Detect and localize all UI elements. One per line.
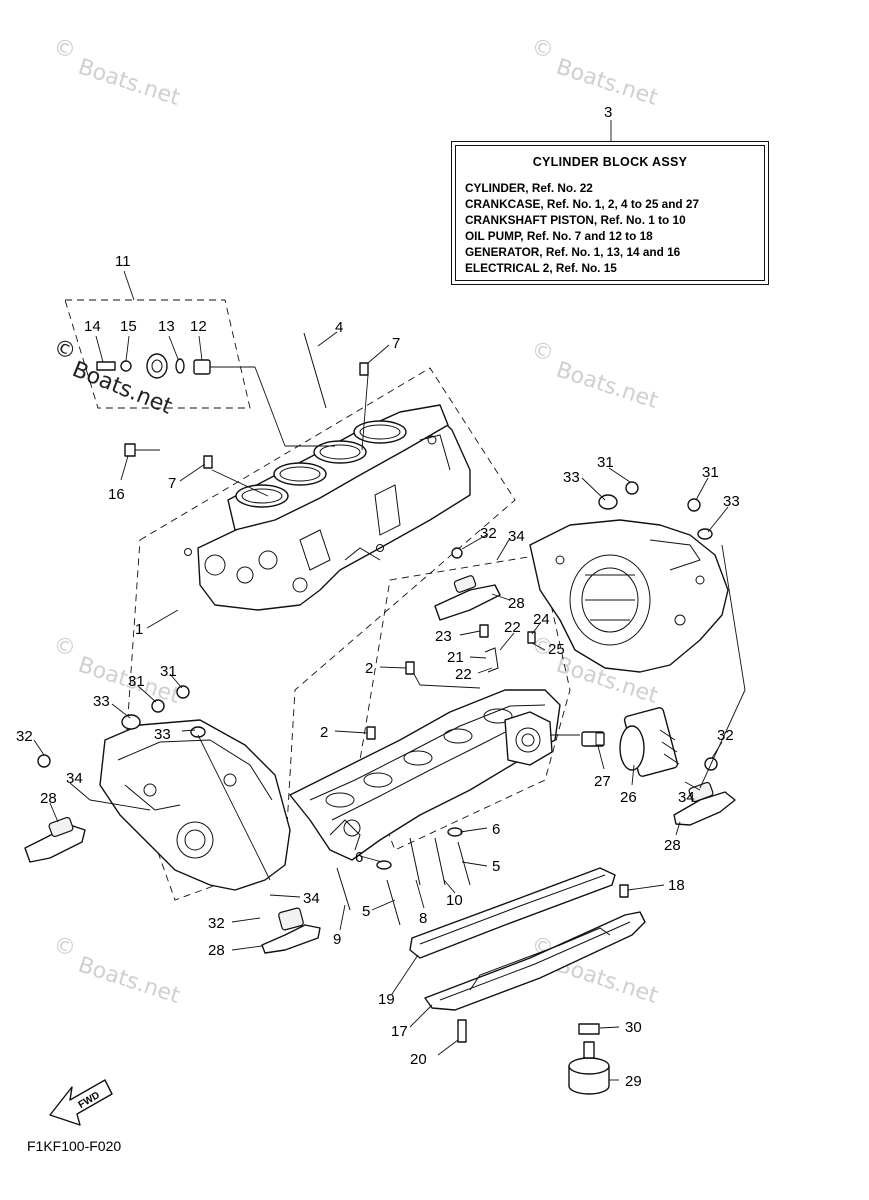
watermark: © Boats.net xyxy=(528,34,661,111)
svg-text:©: © xyxy=(50,334,80,365)
callout-31b: 31 xyxy=(702,464,719,481)
callout-numbers: 3 11 14 15 13 12 16 4 7 7 1 2 2 32 34 28… xyxy=(16,104,740,1090)
callout-13: 13 xyxy=(158,318,175,335)
callout-30: 30 xyxy=(625,1019,642,1036)
info-box-title: CYLINDER BLOCK ASSY xyxy=(532,155,688,169)
callout-1: 1 xyxy=(135,621,143,638)
fasteners xyxy=(37,332,718,1043)
small-parts-11 xyxy=(96,353,211,457)
callout-16: 16 xyxy=(108,486,125,503)
callout-31c: 31 xyxy=(128,673,145,690)
callout-31d: 31 xyxy=(160,663,177,680)
info-line: OIL PUMP, Ref. No. 7 and 12 to 18 xyxy=(465,229,653,243)
cylinder-block-assy-info-box: CYLINDER BLOCK ASSY CYLINDER, Ref. No. 2… xyxy=(451,141,769,285)
callout-9: 9 xyxy=(333,931,341,948)
callout-28d: 28 xyxy=(208,942,225,959)
svg-text:©: © xyxy=(528,337,557,368)
watermark: © Boats.net xyxy=(528,337,661,414)
callout-33b: 33 xyxy=(723,493,740,510)
callout-31a: 31 xyxy=(597,454,614,471)
svg-text:Boats.net: Boats.net xyxy=(75,953,183,1009)
callout-34c: 34 xyxy=(66,770,83,787)
callout-24: 24 xyxy=(533,611,550,628)
callout-33d: 33 xyxy=(154,726,171,743)
info-line: CRANKSHAFT PISTON, Ref. No. 1 to 10 xyxy=(465,213,686,227)
oil-filter xyxy=(619,707,680,777)
svg-text:©: © xyxy=(50,632,79,663)
callout-10: 10 xyxy=(446,892,463,909)
info-box-inner-border xyxy=(455,145,765,281)
engine-mounts xyxy=(24,575,736,954)
oil-pan xyxy=(409,867,646,1011)
callout-5a: 5 xyxy=(492,858,500,875)
watermark: © Boats.net xyxy=(50,34,183,111)
callout-32d: 32 xyxy=(208,915,225,932)
callout-5b: 5 xyxy=(362,903,370,920)
callout-29: 29 xyxy=(625,1073,642,1090)
svg-text:©: © xyxy=(50,932,79,963)
callout-6b: 6 xyxy=(355,849,363,866)
group-1-boundary xyxy=(124,367,516,901)
group-11-boundary xyxy=(64,299,251,409)
callout-3: 3 xyxy=(604,104,612,121)
callout-6a: 6 xyxy=(492,821,500,838)
right-cover xyxy=(529,519,729,673)
info-line: CYLINDER, Ref. No. 22 xyxy=(465,181,593,195)
callout-33c: 33 xyxy=(93,693,110,710)
callout-27: 27 xyxy=(594,773,611,790)
info-line: GENERATOR, Ref. No. 1, 13, 14 and 16 xyxy=(465,245,681,259)
svg-text:Boats.net: Boats.net xyxy=(553,358,661,414)
fitting-27 xyxy=(581,731,605,747)
callout-22b: 22 xyxy=(455,666,472,683)
callout-4: 4 xyxy=(335,319,343,336)
callout-26: 26 xyxy=(620,789,637,806)
callout-22a: 22 xyxy=(504,619,521,636)
crankcase-lower xyxy=(289,689,561,861)
callout-25: 25 xyxy=(548,641,565,658)
callout-28c: 28 xyxy=(40,790,57,807)
leader-lines xyxy=(33,120,746,1081)
info-line: CRANKCASE, Ref. No. 1, 2, 4 to 25 and 27 xyxy=(465,197,700,211)
callout-32c: 32 xyxy=(16,728,33,745)
callout-14: 14 xyxy=(84,318,101,335)
svg-text:©: © xyxy=(50,34,79,65)
svg-text:Boats.net: Boats.net xyxy=(75,55,183,111)
callout-34a: 34 xyxy=(508,528,525,545)
callout-18: 18 xyxy=(668,877,685,894)
plug-29-bolt-30 xyxy=(568,1023,610,1095)
info-line: ELECTRICAL 2, Ref. No. 15 xyxy=(465,261,617,275)
cylinder-block xyxy=(184,404,471,611)
callout-11: 11 xyxy=(115,253,131,270)
callout-34b: 34 xyxy=(678,789,695,806)
callout-20: 20 xyxy=(410,1051,427,1068)
callout-19: 19 xyxy=(378,991,395,1008)
callout-7a: 7 xyxy=(392,335,400,352)
info-box-lines: CYLINDER, Ref. No. 22 CRANKCASE, Ref. No… xyxy=(465,180,699,276)
callout-2b: 2 xyxy=(320,724,328,741)
callout-2a: 2 xyxy=(365,660,373,677)
callout-28b: 28 xyxy=(664,837,681,854)
callout-23: 23 xyxy=(435,628,452,645)
callout-17: 17 xyxy=(391,1023,408,1040)
callout-21: 21 xyxy=(447,649,464,666)
group-boundaries xyxy=(64,299,571,901)
callout-28a: 28 xyxy=(508,595,525,612)
watermark: © Boats.net xyxy=(50,932,183,1009)
callout-32a: 32 xyxy=(480,525,497,542)
callout-7b: 7 xyxy=(168,475,176,492)
callout-15: 15 xyxy=(120,318,137,335)
svg-text:Boats.net: Boats.net xyxy=(553,55,661,111)
left-cover xyxy=(99,719,291,891)
callout-8: 8 xyxy=(419,910,427,927)
callout-33a: 33 xyxy=(563,469,580,486)
callout-34d: 34 xyxy=(303,890,320,907)
svg-text:©: © xyxy=(528,34,557,65)
callout-32b: 32 xyxy=(717,727,734,744)
callout-12: 12 xyxy=(190,318,207,335)
fwd-arrow: FWD xyxy=(49,1079,113,1126)
drawing-code: F1KF100-F020 xyxy=(27,1138,122,1154)
